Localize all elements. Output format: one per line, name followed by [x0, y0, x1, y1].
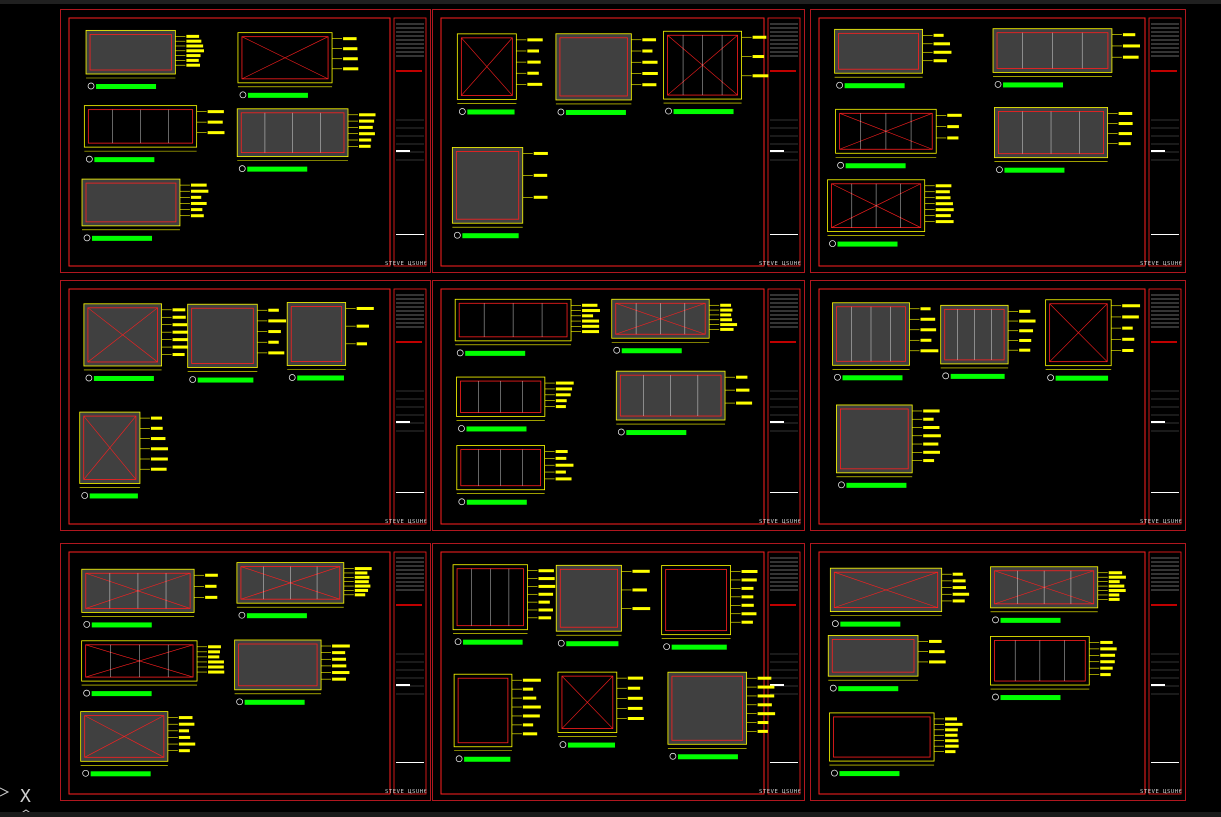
drawing-sheet[interactable] — [432, 9, 805, 273]
drawing-sheet[interactable] — [810, 9, 1186, 273]
ucs-icon: X — [0, 786, 33, 815]
sheet-drawing — [818, 288, 1182, 525]
sheet-drawing — [440, 17, 801, 267]
sheet-drawing — [68, 288, 427, 525]
sheet-title-label: ЅТЕVЕ ЦЅUНЄ — [759, 789, 802, 795]
sheet-title-label: ЅТЕVЕ ЦЅUНЄ — [1140, 261, 1183, 267]
sheet-drawing — [440, 288, 801, 525]
drawing-sheet[interactable] — [60, 280, 431, 531]
drawing-sheet[interactable] — [432, 280, 805, 531]
sheet-drawing — [68, 551, 427, 795]
drawing-sheet[interactable] — [60, 543, 431, 801]
sheet-title-label: ЅТЕVЕ ЦЅUНЄ — [759, 261, 802, 267]
drawing-sheet[interactable] — [432, 543, 805, 801]
sheet-title-label: ЅТЕVЕ ЦЅUНЄ — [385, 789, 428, 795]
sheet-drawing — [818, 551, 1182, 795]
sheet-drawing — [440, 551, 801, 795]
drawing-sheet[interactable] — [810, 280, 1186, 531]
svg-text:X: X — [20, 786, 31, 807]
sheet-drawing — [68, 17, 427, 267]
sheet-drawing — [818, 17, 1182, 267]
sheet-title-label: ЅТЕVЕ ЦЅUНЄ — [759, 519, 802, 525]
drawing-sheet[interactable] — [60, 9, 431, 273]
bottom-scrollbar[interactable] — [0, 812, 1221, 817]
drawing-sheet[interactable] — [810, 543, 1186, 801]
sheet-title-label: ЅТЕVЕ ЦЅUНЄ — [385, 261, 428, 267]
sheet-title-label: ЅТЕVЕ ЦЅUНЄ — [385, 519, 428, 525]
sheet-title-label: ЅТЕVЕ ЦЅUНЄ — [1140, 519, 1183, 525]
top-scrollbar[interactable] — [0, 0, 1221, 4]
sheet-title-label: ЅТЕVЕ ЦЅUНЄ — [1140, 789, 1183, 795]
